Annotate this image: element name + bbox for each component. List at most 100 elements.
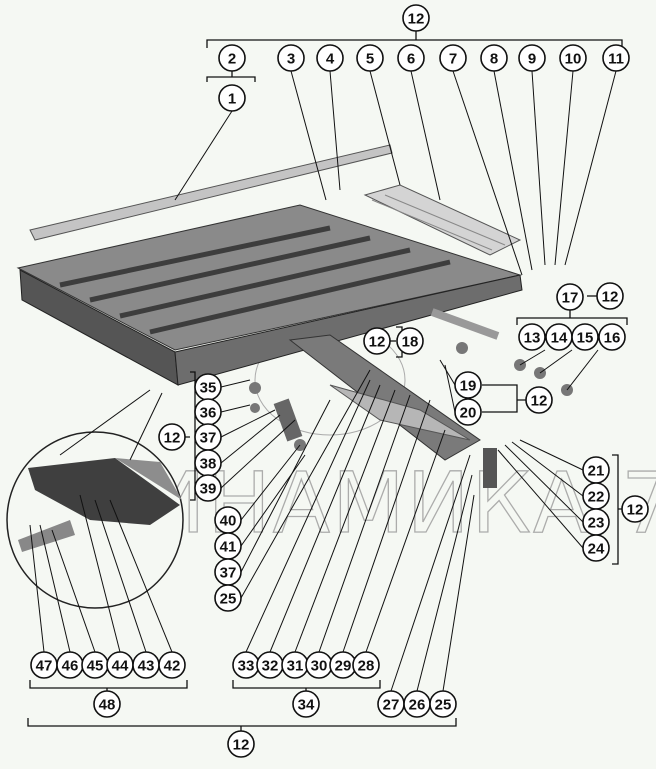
callout-marker: 12	[402, 4, 430, 32]
callout-circle	[356, 44, 384, 72]
callout-marker: 4	[316, 44, 344, 72]
callout-number: 31	[287, 658, 304, 675]
callout-number: 23	[588, 515, 605, 532]
callout-marker: 39	[194, 474, 222, 502]
callout-circle	[363, 327, 391, 355]
callout-number: 26	[409, 697, 426, 714]
callout-marker: 18	[396, 327, 424, 355]
callout-marker: 12	[596, 282, 624, 310]
callout-marker: 47	[30, 651, 58, 679]
callout-number: 13	[524, 330, 541, 347]
callout-marker: 19	[454, 371, 482, 399]
callout-number: 32	[262, 658, 279, 675]
callout-marker: 30	[305, 651, 333, 679]
sieve-frame	[16, 144, 573, 488]
callout-circle	[397, 44, 425, 72]
callout-number: 14	[551, 330, 568, 347]
callout-number: 12	[369, 334, 386, 351]
detail-magnifier	[6, 389, 184, 609]
callout-number: 1	[228, 91, 236, 108]
callout-marker: 41	[214, 532, 242, 560]
callout-marker: 38	[194, 449, 222, 477]
callout-marker: 46	[56, 651, 84, 679]
callout-circle	[218, 44, 246, 72]
callout-number: 8	[490, 51, 498, 68]
callout-marker: 37	[194, 423, 222, 451]
callout-number: 11	[608, 51, 624, 68]
callout-number: 3	[287, 51, 295, 68]
callout-number: 29	[335, 658, 352, 675]
callout-circle	[316, 44, 344, 72]
callout-number: 12	[408, 11, 425, 28]
callout-marker: 24	[582, 534, 610, 562]
callout-number: 40	[220, 513, 237, 530]
callout-marker: 3	[277, 44, 305, 72]
callout-number: 41	[220, 539, 237, 556]
callout-marker: 12	[621, 495, 649, 523]
callout-marker: 43	[132, 651, 160, 679]
brackets	[27, 31, 628, 731]
callout-number: 42	[164, 658, 181, 675]
callout-circle	[556, 283, 584, 311]
callout-circle	[429, 690, 457, 718]
callout-circle	[158, 423, 186, 451]
callout-circle	[93, 690, 121, 718]
callout-marker: 1	[218, 84, 246, 112]
callout-marker: 12	[363, 327, 391, 355]
callout-marker: 44	[106, 651, 134, 679]
callout-marker: 37	[214, 558, 242, 586]
callout-circle	[214, 584, 242, 612]
callout-circle	[559, 44, 587, 72]
callout-marker: 48	[93, 690, 121, 718]
callout-marker: 11	[602, 44, 630, 72]
callout-number: 25	[220, 591, 237, 608]
callout-marker: 45	[81, 651, 109, 679]
callout-number: 35	[200, 380, 217, 397]
callout-number: 12	[233, 737, 250, 754]
callout-marker: 40	[214, 506, 242, 534]
callout-marker: 6	[397, 44, 425, 72]
callout-number: 47	[36, 658, 53, 675]
callout-marker: 12	[227, 730, 255, 758]
callout-circle	[518, 323, 546, 351]
callout-circle	[454, 371, 482, 399]
callout-marker: 36	[194, 398, 222, 426]
callout-number: 9	[528, 51, 536, 68]
callout-number: 45	[87, 658, 104, 675]
callout-marker: 10	[559, 44, 587, 72]
callout-circle	[439, 44, 467, 72]
callout-number: 19	[460, 378, 477, 395]
callout-marker: 33	[232, 651, 260, 679]
callout-marker: 35	[194, 373, 222, 401]
callout-circle	[292, 690, 320, 718]
callout-number: 17	[562, 290, 579, 307]
callout-marker: 16	[598, 323, 626, 351]
callout-circle	[518, 44, 546, 72]
callout-circle	[454, 398, 482, 426]
callout-circle	[621, 495, 649, 523]
callout-number: 2	[228, 51, 236, 68]
callout-marker: 29	[329, 651, 357, 679]
callout-number: 5	[366, 51, 374, 68]
callout-number: 48	[99, 697, 116, 714]
callout-marker: 12	[525, 386, 553, 414]
callout-marker: 26	[403, 690, 431, 718]
callout-marker: 25	[214, 584, 242, 612]
callout-marker: 27	[377, 690, 405, 718]
callout-marker: 25	[429, 690, 457, 718]
callout-marker: 21	[582, 456, 610, 484]
callout-marker: 7	[439, 44, 467, 72]
callout-number: 38	[200, 456, 217, 473]
callout-marker: 34	[292, 690, 320, 718]
callout-circle	[598, 323, 626, 351]
callout-number: 34	[298, 697, 315, 714]
callout-marker: 20	[454, 398, 482, 426]
callout-number: 37	[220, 565, 237, 582]
callout-number: 12	[531, 393, 548, 410]
callout-circle	[158, 651, 186, 679]
callout-circle	[596, 282, 624, 310]
callout-circle	[480, 44, 508, 72]
callout-circle	[396, 327, 424, 355]
